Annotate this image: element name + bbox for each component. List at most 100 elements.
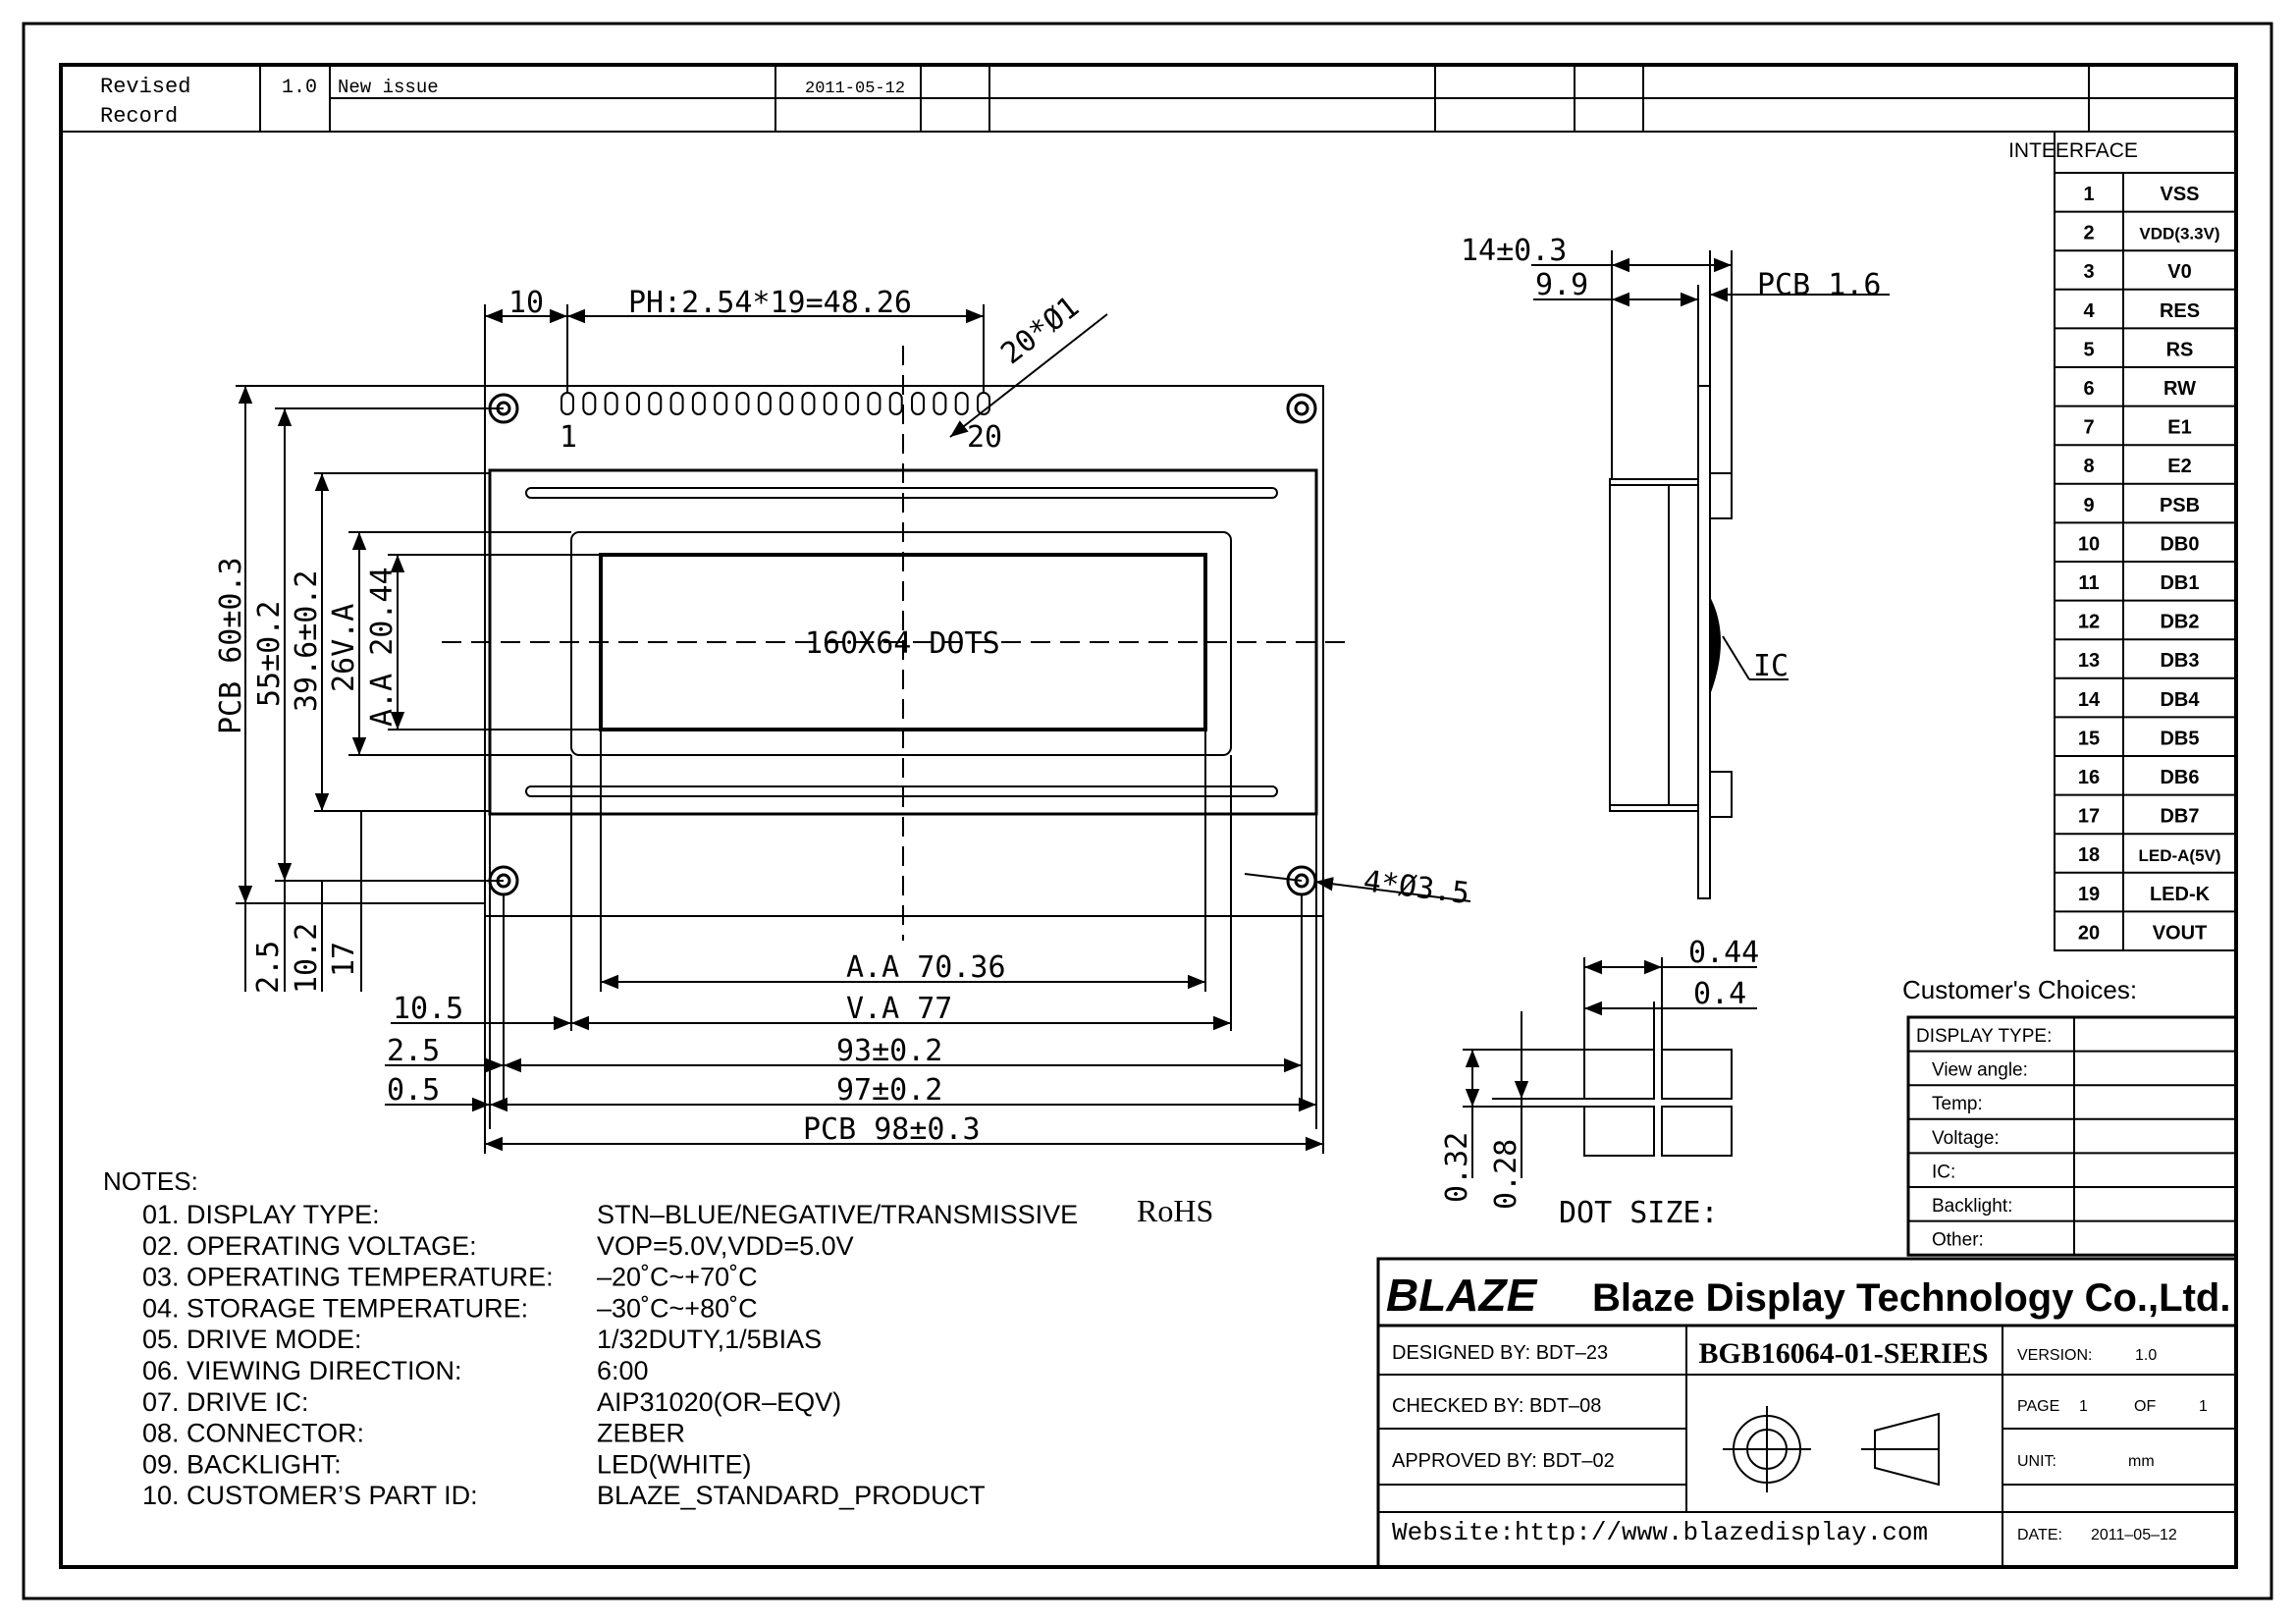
outer-frame	[22, 22, 2273, 1600]
connector-pin	[714, 392, 728, 415]
note-value: –20˚C~+70˚C	[597, 1263, 758, 1292]
interface-pin-name: DB4	[2160, 689, 2200, 711]
side-thickness: 14±0.3	[1461, 234, 1567, 268]
interface-pin-name: PSB	[2160, 495, 2200, 516]
part-number: BGB16064-01-SERIES	[1698, 1337, 1988, 1370]
note-label: 03. OPERATING TEMPERATURE:	[142, 1263, 554, 1292]
version-value: 1.0	[2135, 1347, 2157, 1364]
interface-pin-name: E1	[2167, 417, 2191, 439]
customer-row-label: Backlight:	[1932, 1196, 2012, 1217]
connector-pins	[561, 392, 990, 415]
interface-pin-number: 1	[2083, 184, 2094, 205]
width-aa: A.A 70.36	[846, 950, 1006, 985]
connector-pin	[604, 392, 618, 415]
checked-by: CHECKED BY: BDT–08	[1392, 1395, 1601, 1417]
note-label: 08. CONNECTOR:	[142, 1419, 364, 1448]
interface-pin-name: RS	[2166, 339, 2194, 360]
version-label: VERSION:	[2017, 1347, 2092, 1364]
title-block	[1376, 1257, 2238, 1569]
company-name: Blaze Display Technology Co.,Ltd.	[1592, 1276, 2230, 1320]
dot-size-detail	[1463, 957, 1757, 1178]
customer-row-label: DISPLAY TYPE:	[1916, 1026, 2052, 1047]
bottom-2-5: 2.5	[251, 941, 286, 994]
connector-pin	[888, 392, 903, 415]
notes-list: 01. DISPLAY TYPE:STN–BLUE/NEGATIVE/TRANS…	[142, 1193, 1213, 1510]
connector-pin	[561, 392, 574, 415]
interface-pin-number: 4	[2083, 300, 2095, 322]
connector-pin	[582, 392, 597, 415]
unit-label: UNIT:	[2017, 1453, 2056, 1470]
note-label: 09. BACKLIGHT:	[142, 1449, 342, 1479]
mount-hole-leader	[1244, 873, 1303, 882]
height-39-6: 39.6±0.2	[290, 570, 324, 713]
pitch-offset: 10	[508, 286, 544, 320]
left-10-5: 10.5	[393, 992, 463, 1026]
unit-value: mm	[2128, 1453, 2155, 1470]
height-aa: A.A 20.44	[365, 567, 400, 727]
note-value: AIP31020(OR–EQV)	[597, 1387, 841, 1417]
connector-pin	[911, 392, 926, 415]
connector-pin	[823, 392, 837, 415]
width-pcb: PCB 98±0.3	[803, 1112, 981, 1147]
interface-pin-number: 14	[2078, 689, 2101, 711]
side-view	[1531, 250, 1890, 899]
note-label: 07. DRIVE IC:	[142, 1387, 309, 1417]
approved-by: APPROVED BY: BDT–02	[1392, 1450, 1615, 1472]
interface-pin-name: DB5	[2160, 728, 2199, 749]
interface-pin-name: V0	[2167, 261, 2191, 283]
bottom-10-2: 10.2	[290, 923, 324, 994]
interface-pin-number: 5	[2083, 339, 2094, 360]
date-label: DATE:	[2017, 1527, 2062, 1543]
top-dimensions	[484, 304, 1108, 438]
interface-pin-number: 10	[2078, 533, 2100, 555]
designed-by: DESIGNED BY: BDT–23	[1392, 1342, 1608, 1364]
connector-pin	[757, 392, 772, 415]
interface-pin-name: RES	[2160, 300, 2200, 322]
dot-w-pitch: 0.44	[1688, 936, 1759, 970]
center-lines	[442, 346, 1355, 941]
interface-pin-name: E2	[2167, 456, 2191, 477]
connector-pin	[845, 392, 860, 415]
revision-label-2: Record	[100, 104, 178, 129]
dot-h: 0.28	[1489, 1139, 1523, 1210]
side-ic: IC	[1753, 649, 1789, 683]
interface-pin-number: 13	[2078, 650, 2100, 672]
customer-row-label: View angle:	[1932, 1060, 2028, 1081]
of-label: OF	[2134, 1398, 2156, 1415]
interface-pin-name: VOUT	[2153, 922, 2208, 944]
interface-pin-number: 3	[2083, 261, 2094, 283]
revision-label-1: Revised	[100, 75, 190, 99]
revision-description: New issue	[338, 77, 439, 98]
note-label: 02. OPERATING VOLTAGE:	[142, 1231, 477, 1261]
interface-pin-number: 9	[2083, 495, 2094, 516]
height-va: 26V.A	[327, 604, 361, 692]
width-va: V.A 77	[846, 992, 952, 1026]
interface-pin-number: 8	[2083, 456, 2094, 477]
interface-pin-number: 6	[2083, 378, 2094, 400]
pin-first-label: 1	[560, 420, 577, 455]
note-value: BLAZE_STANDARD_PRODUCT	[597, 1481, 986, 1510]
connector-pin	[867, 392, 881, 415]
customer-frame	[1906, 1015, 2238, 1257]
interface-pin-name: DB6	[2160, 767, 2199, 788]
note-value: LED(WHITE)	[597, 1449, 752, 1479]
connector-pin	[625, 392, 640, 415]
interface-title: INTEERFACE	[2008, 139, 2138, 162]
width-97: 97±0.2	[836, 1073, 942, 1108]
interface-pin-name: LED-A(5V)	[2138, 846, 2220, 865]
note-value: 6:00	[597, 1356, 649, 1385]
interface-pin-number: 7	[2083, 417, 2094, 439]
left-2-5: 2.5	[387, 1034, 440, 1068]
date-value: 2011–05–12	[2091, 1527, 2177, 1543]
pages-value: 1	[2199, 1398, 2208, 1415]
note-value: VOP=5.0V,VDD=5.0V	[597, 1231, 854, 1261]
notes-title: NOTES:	[103, 1166, 198, 1196]
width-93: 93±0.2	[836, 1034, 942, 1068]
note-value: 1/32DUTY,1/5BIAS	[597, 1325, 822, 1354]
dots-label: 160X64 DOTS	[805, 626, 1000, 661]
note-label: 04. STORAGE TEMPERATURE:	[142, 1293, 528, 1323]
interface-pin-name: VSS	[2160, 184, 2199, 205]
pin-last-label: 20	[967, 420, 1002, 455]
note-label: 06. VIEWING DIRECTION:	[142, 1356, 462, 1385]
